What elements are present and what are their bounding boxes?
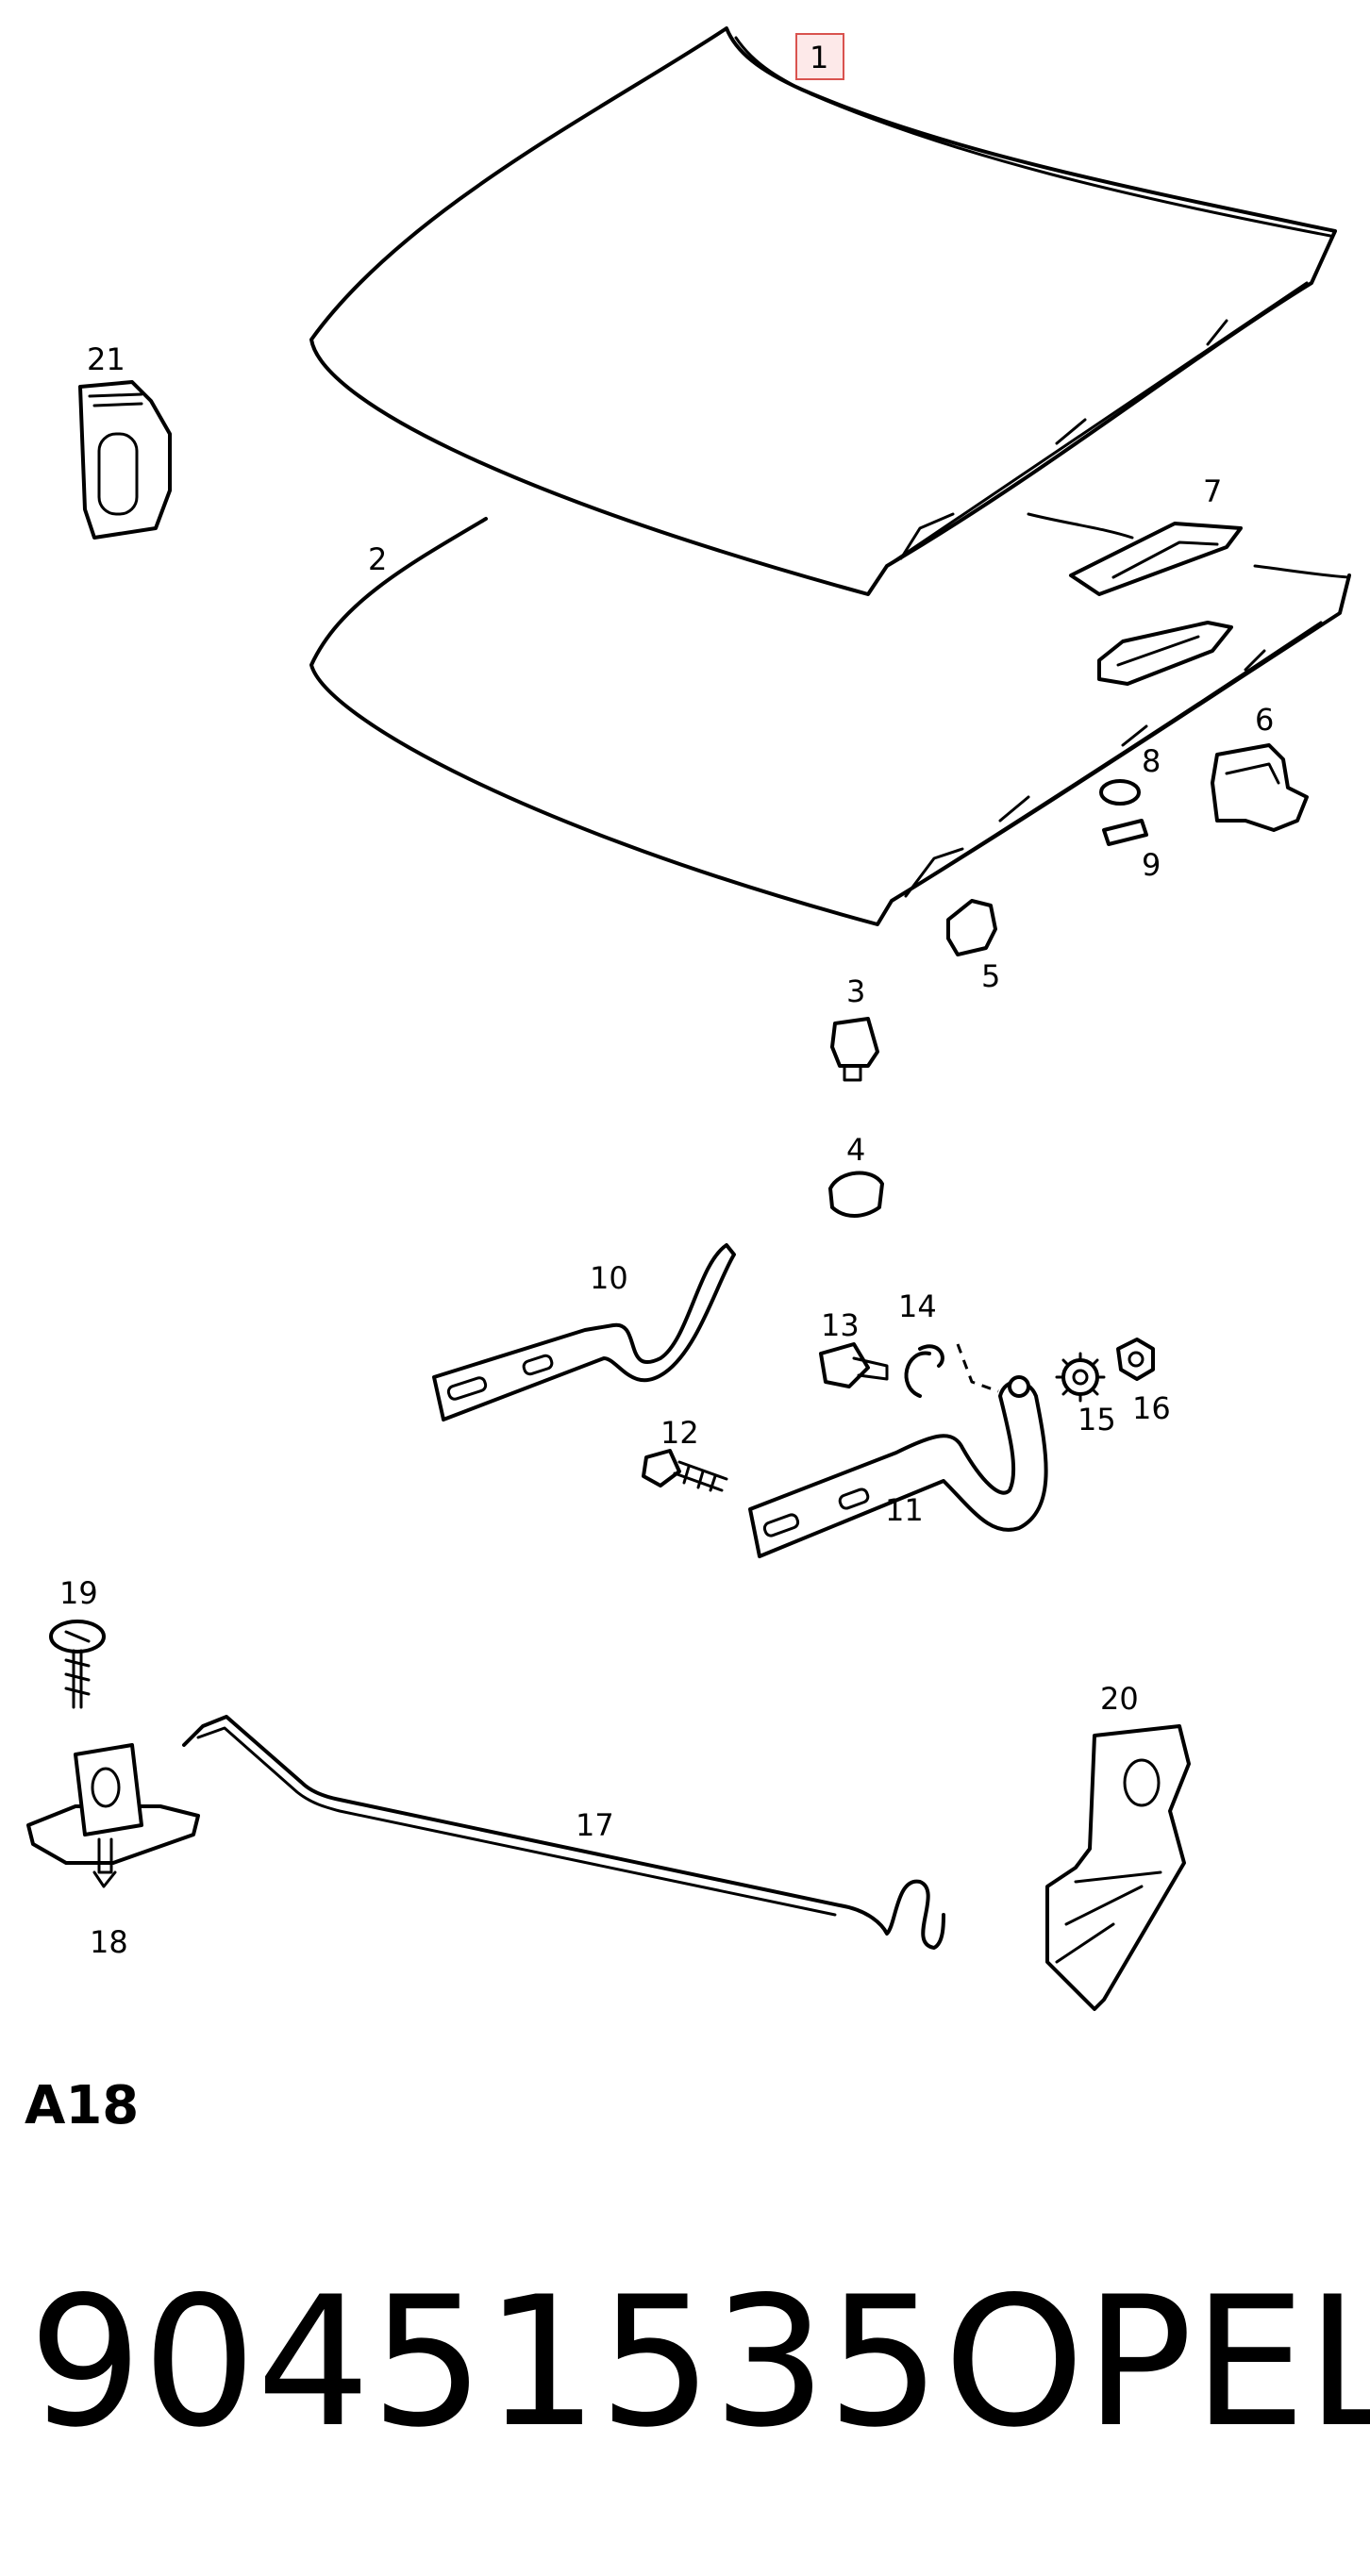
callout-6: 6	[1255, 702, 1274, 738]
section-code: A18	[25, 2075, 140, 2136]
toothed-washer	[1055, 1352, 1106, 1403]
callout-18: 18	[90, 1924, 128, 1960]
callout-5: 5	[981, 958, 1000, 994]
clip-8	[1099, 779, 1141, 806]
buffer-clip-5	[946, 899, 997, 956]
rod-holder-bracket	[1045, 1724, 1191, 2011]
hood-catch-bracket	[1211, 743, 1309, 832]
rubber-cap	[828, 1171, 884, 1218]
clip-9	[1102, 819, 1148, 846]
callout-21: 21	[87, 341, 125, 377]
hex-nut	[1116, 1338, 1155, 1381]
callout-3: 3	[846, 973, 865, 1009]
callout-19: 19	[59, 1575, 98, 1611]
callout-1: 1	[810, 40, 828, 75]
hood-inner-panel	[309, 512, 1351, 926]
callout-10: 10	[590, 1260, 628, 1296]
highlighted-callout-box	[795, 33, 844, 80]
part-number: 90451535	[28, 2258, 942, 2467]
spring-washer	[904, 1344, 944, 1398]
left-hood-hinge	[432, 1243, 736, 1421]
callout-4: 4	[846, 1132, 865, 1168]
callout-8: 8	[1142, 743, 1161, 779]
callout-20: 20	[1100, 1681, 1139, 1717]
screw-19	[49, 1620, 106, 1709]
bolt-13	[819, 1342, 889, 1388]
callout-16: 16	[1132, 1390, 1171, 1426]
callout-7: 7	[1203, 474, 1222, 509]
callout-15: 15	[1078, 1402, 1116, 1438]
callout-17: 17	[576, 1807, 614, 1843]
assembly-line	[956, 1343, 999, 1393]
callout-11: 11	[885, 1492, 924, 1528]
rubber-stop	[830, 1017, 879, 1082]
callout-13: 13	[821, 1307, 860, 1343]
right-hood-hinge	[748, 1375, 1048, 1558]
brand-name: OPEL	[944, 2258, 1370, 2467]
hood-outer-panel	[309, 26, 1337, 596]
support-bracket	[26, 1743, 200, 1888]
reinforcement-plate	[1069, 522, 1243, 686]
clip-bracket	[78, 380, 172, 540]
callout-12: 12	[660, 1415, 699, 1451]
callout-14: 14	[898, 1288, 937, 1324]
callout-2: 2	[368, 541, 387, 577]
hood-support-rod	[182, 1715, 945, 1950]
callout-9: 9	[1142, 847, 1161, 883]
bolt-12	[642, 1449, 728, 1492]
